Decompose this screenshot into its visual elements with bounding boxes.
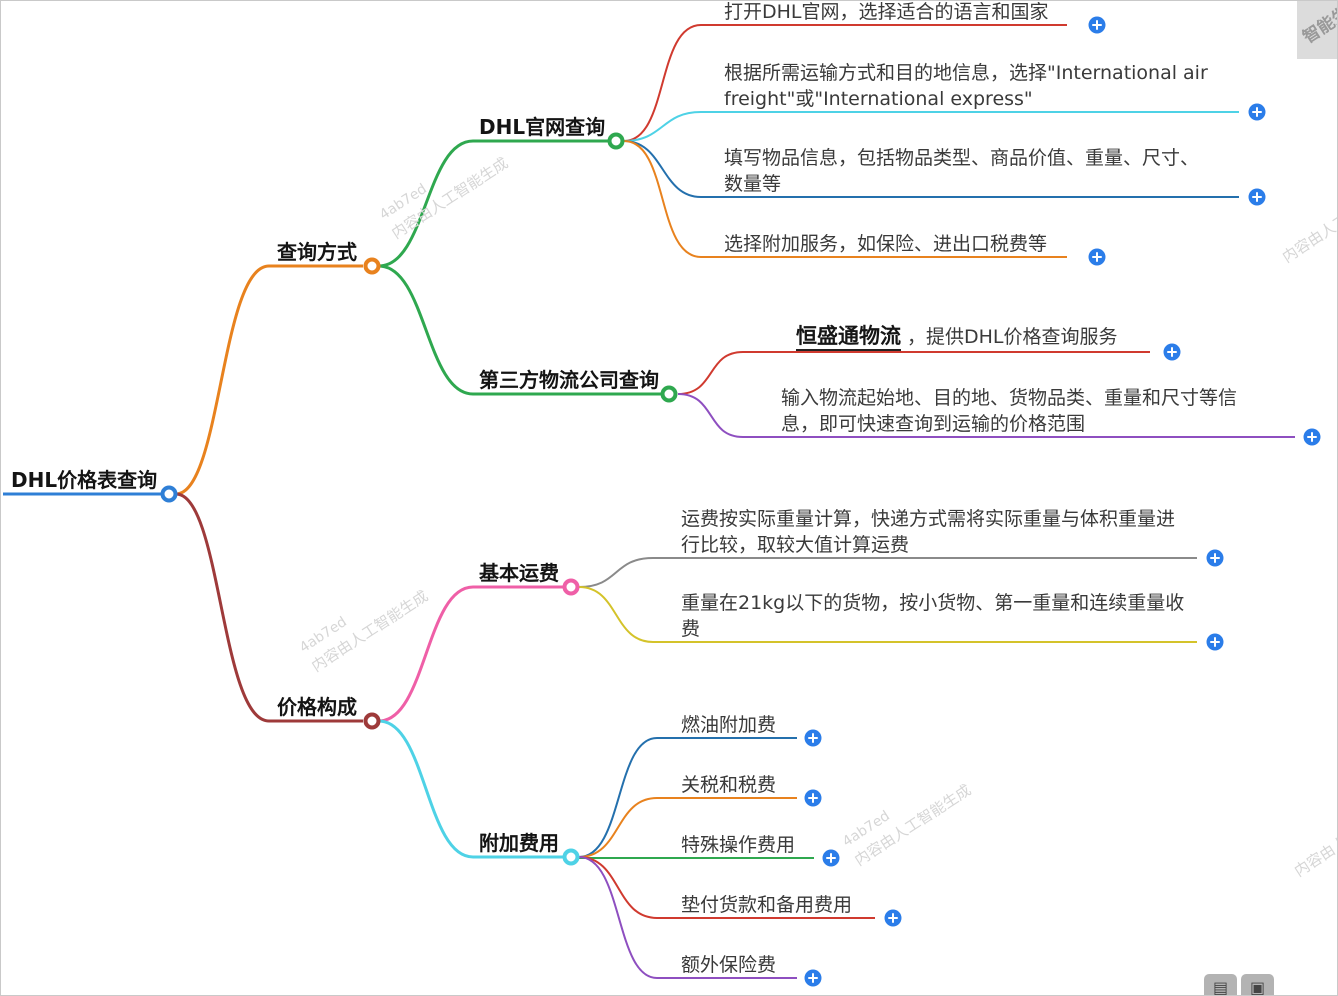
edge-query-thirdparty [378, 264, 661, 396]
node-basic-freight-label[interactable]: 基本运费 [479, 561, 559, 585]
leaf-input-query-info[interactable]: 输入物流起始地、目的地、货物品类、重量和尺寸等信息，即可快速查询到运输的价格范围 [781, 387, 1238, 435]
leaf-fuel-surcharge[interactable]: 燃油附加费 [681, 714, 777, 736]
panel-view-icon: ▣ [1249, 978, 1266, 996]
add-node-button[interactable] [1303, 428, 1321, 446]
node-handle-surcharge[interactable] [562, 848, 580, 866]
company-service-desc: ，提供DHL价格查询服务 [907, 326, 1118, 348]
add-node-button[interactable] [1163, 343, 1181, 361]
node-handle-basic[interactable] [562, 578, 580, 596]
edge-official-addon [623, 140, 1067, 258]
plus-icon [1252, 107, 1262, 117]
leaf-open-official-site[interactable]: 打开DHL官网，选择适合的语言和国家 [724, 1, 1049, 23]
leaf-weight-calculation[interactable]: 运费按实际重量计算，快递方式需将实际重量与体积重量进行比较，取较大值计算运费 [681, 508, 1176, 556]
plus-icon [1167, 347, 1177, 357]
leaf-under-21kg[interactable]: 重量在21kg以下的货物，按小货物、第一重量和连续重量收费 [681, 592, 1185, 640]
add-node-button[interactable] [822, 849, 840, 867]
leaf-extra-insurance[interactable]: 额外保险费 [681, 954, 777, 976]
plus-icon [808, 733, 818, 743]
edge-official-fill [623, 140, 1239, 198]
edge-price-surcharge [378, 719, 563, 859]
edge-thirdparty-input [677, 393, 1295, 438]
edge-official-mode [623, 111, 1239, 142]
edge-official-open [623, 24, 1067, 142]
plus-icon [826, 853, 836, 863]
add-node-button[interactable] [1088, 248, 1106, 266]
node-root-label[interactable]: DHL价格表查询 [11, 468, 158, 492]
plus-icon [1252, 192, 1262, 202]
node-dhl-official-label[interactable]: DHL官网查询 [479, 115, 606, 139]
edge-surcharge-advance [578, 856, 875, 919]
edge-surcharge-insurance [578, 856, 797, 979]
edge-thirdparty-company [677, 351, 1150, 395]
node-surcharges-label[interactable]: 附加费用 [479, 831, 559, 855]
plus-icon [1092, 20, 1102, 30]
node-handle-thirdparty[interactable] [660, 385, 678, 403]
company-name[interactable]: 恒盛通物流 [796, 324, 901, 351]
edge-surcharge-tax [578, 797, 797, 858]
canvas-control-button-2[interactable]: ▣ [1241, 974, 1274, 996]
add-node-button[interactable] [804, 969, 822, 987]
node-handle-official[interactable] [607, 132, 625, 150]
add-node-button[interactable] [884, 909, 902, 927]
node-query-method-label[interactable]: 查询方式 [277, 240, 357, 264]
leaf-special-handling[interactable]: 特殊操作费用 [681, 834, 796, 856]
plus-icon [888, 913, 898, 923]
plus-icon [808, 793, 818, 803]
add-node-button[interactable] [1248, 188, 1266, 206]
plus-icon [1307, 432, 1317, 442]
add-node-button[interactable] [804, 789, 822, 807]
plus-icon [1092, 252, 1102, 262]
add-node-button[interactable] [1206, 549, 1224, 567]
leaf-advance-payment[interactable]: 垫付货款和备用费用 [681, 894, 853, 916]
plus-icon [1210, 637, 1220, 647]
edge-query-official [378, 139, 608, 268]
node-handle-root[interactable] [160, 485, 178, 503]
plus-icon [1210, 553, 1220, 563]
canvas-control-button-1[interactable]: ▤ [1204, 974, 1237, 996]
leaf-customs-tax[interactable]: 关税和税费 [681, 774, 777, 796]
leaf-choose-transport-mode[interactable]: 根据所需运输方式和目的地信息，选择"International air frei… [724, 62, 1208, 110]
add-node-button[interactable] [1206, 633, 1224, 651]
add-node-button[interactable] [1248, 103, 1266, 121]
leaf-addon-services[interactable]: 选择附加服务，如保险、进出口税费等 [724, 233, 1048, 255]
leaf-company-service[interactable]: 恒盛通物流 ，提供DHL价格查询服务 [796, 323, 1118, 351]
node-third-party-label[interactable]: 第三方物流公司查询 [479, 368, 659, 392]
add-node-button[interactable] [804, 729, 822, 747]
edge-root-query [175, 264, 363, 496]
add-node-button[interactable] [1088, 16, 1106, 34]
edge-surcharge-fuel [578, 737, 797, 858]
node-handle-price[interactable] [363, 712, 381, 730]
node-price-composition-label[interactable]: 价格构成 [277, 695, 357, 719]
plus-icon [808, 973, 818, 983]
leaf-fill-item-info[interactable]: 填写物品信息，包括物品类型、商品价值、重量、尺寸、数量等 [724, 147, 1200, 195]
grid-view-icon: ▤ [1212, 978, 1229, 996]
edge-root-price [175, 492, 363, 723]
edge-basic-under21 [578, 586, 1197, 643]
edge-basic-weight [578, 557, 1197, 588]
edge-price-basic [378, 585, 563, 723]
node-handle-query[interactable] [363, 257, 381, 275]
